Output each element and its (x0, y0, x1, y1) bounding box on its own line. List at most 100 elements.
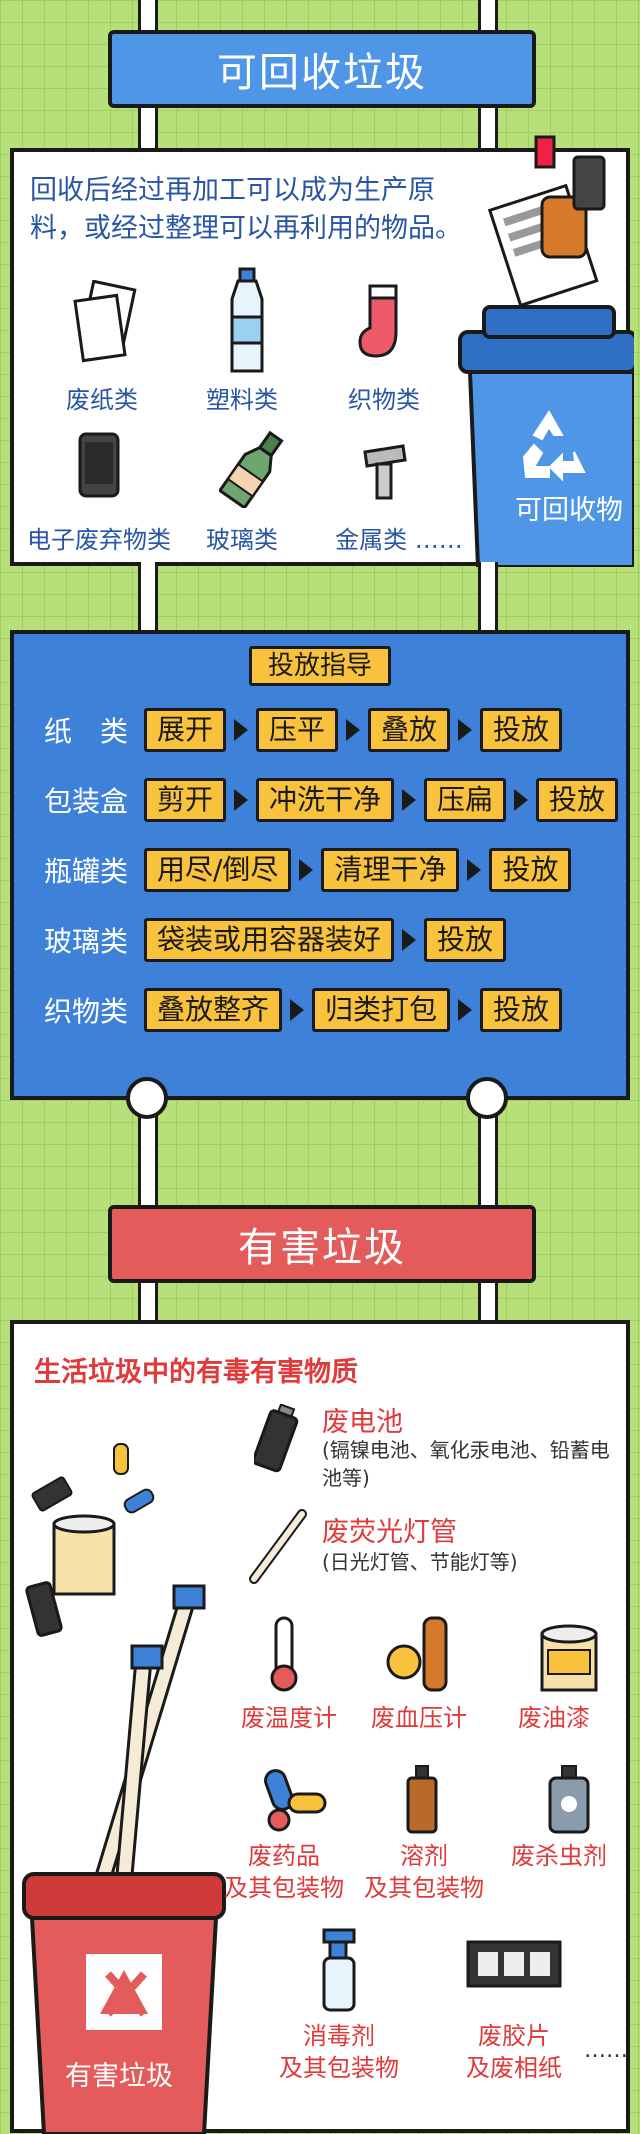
hazard-item-line2: 及其包装物 (364, 1874, 484, 1902)
pesticide-bottle-icon (548, 1765, 590, 1834)
hazard-item-line1: 废血压计 (371, 1704, 467, 1732)
hazardous-banner: 有害垃圾 (108, 1205, 536, 1283)
step-chip: 用尽/倒尽 (144, 848, 292, 892)
item-electronic: 电子废弃物类 (27, 526, 171, 554)
phone-icon (78, 432, 120, 498)
hazard-grid-item: 废杀虫剂 (494, 1840, 624, 1872)
step-chip: 叠放整齐 (144, 988, 283, 1032)
hazard-item-line1: 废药品 (248, 1842, 320, 1870)
hazard-item-line2: 及其包装物 (224, 1874, 344, 1902)
screw-icon (363, 444, 407, 500)
arrow-icon (514, 789, 529, 811)
step-chip: 归类打包 (312, 988, 451, 1032)
battery-label: 废电池 (322, 1407, 403, 1438)
recyclable-panel: 回收后经过再加工可以成为生产原料，或经过整理可以再利用的物品。 废纸类 塑料类 … (10, 135, 634, 567)
step-chip: 投放 (480, 708, 563, 752)
hazardous-title: 有害垃圾 (238, 1225, 406, 1271)
film-icon (466, 1940, 562, 1988)
fluorescent-lamp-icon (249, 1509, 307, 1584)
thermometer-icon (270, 1616, 298, 1692)
arrow-icon (346, 719, 361, 741)
guide-panel: 投放指导 纸 类 展开 压平 叠放 投放 包装盒 剪开 冲洗干净 压扁 投放 瓶… (10, 630, 630, 1100)
arrow-icon (458, 999, 473, 1021)
ring-left (126, 1077, 168, 1119)
sock-icon (358, 284, 398, 358)
guide-row-box: 包装盒 剪开 冲洗干净 压扁 投放 (44, 778, 619, 822)
mid-post-left-1 (138, 562, 158, 630)
arrow-icon (402, 929, 417, 951)
hazard-grid-item: 废油漆 (489, 1702, 619, 1734)
step-chip: 投放 (536, 778, 619, 822)
hazard-item-line1: 消毒剂 (303, 2022, 375, 2050)
lamp-label: 废荧光灯管 (322, 1517, 457, 1548)
hazard-grid-item: 废药品 及其包装物 (209, 1840, 359, 1904)
hazard-item-line1: 废杀虫剂 (511, 1842, 607, 1870)
paper-icon (73, 280, 137, 363)
arrow-icon (467, 859, 482, 881)
guide-title: 投放指导 (248, 646, 391, 686)
arrow-icon (299, 859, 314, 881)
paint-can-icon (540, 1624, 598, 1692)
guide-row-paper: 纸 类 展开 压平 叠放 投放 (44, 708, 563, 752)
step-chip: 压平 (256, 708, 339, 752)
hazard-more-ellipsis: …… (584, 2038, 628, 2063)
recyclable-banner: 可回收垃圾 (108, 30, 536, 108)
guide-title-wrap: 投放指导 (14, 646, 626, 686)
hazard-bin-icon (22, 1584, 226, 2134)
spray-bottle-icon (322, 1928, 356, 2012)
mid-post-right-1 (478, 562, 498, 630)
step-chip: 袋装或用容器装好 (144, 918, 395, 962)
item-plastic: 塑料类 (206, 386, 278, 414)
battery-note: (镉镍电池、氧化汞电池、铅蓄电池等) (322, 1438, 610, 1490)
guide-row-label: 玻璃类 (44, 925, 129, 958)
item-paper: 废纸类 (66, 386, 138, 414)
hazard-grid-item: 溶剂 及其包装物 (349, 1840, 499, 1904)
hazard-bin-label: 有害垃圾 (65, 2061, 173, 2092)
guide-row-label: 瓶罐类 (44, 855, 129, 888)
step-chip: 清理干净 (321, 848, 460, 892)
recyclable-title: 可回收垃圾 (217, 50, 427, 96)
arrow-icon (290, 999, 305, 1021)
step-chip: 压扁 (424, 778, 507, 822)
guide-row-label: 织物类 (44, 995, 129, 1028)
item-textile: 织物类 (348, 386, 420, 414)
lamp-note: (日光灯管、节能灯等) (322, 1550, 518, 1574)
hazard-item-line1: 废油漆 (518, 1704, 590, 1732)
hazard-item-line1: 废胶片 (478, 2022, 550, 2050)
recycle-bin-label: 可回收物 (515, 495, 623, 526)
hazardous-panel: 生活垃圾中的有毒有害物质 废电池 (镉镍电池、氧化汞电池、铅蓄电池等) 废荧光灯… (10, 1320, 630, 2134)
step-chip: 投放 (480, 988, 563, 1032)
step-chip: 投放 (489, 848, 572, 892)
hazard-grid-item: 废温度计 (219, 1702, 359, 1734)
step-chip: 剪开 (144, 778, 227, 822)
hazard-grid-item: 废胶片 及废相纸 (434, 2020, 594, 2084)
hazard-item-line1: 废温度计 (241, 1704, 337, 1732)
hazard-item-line2: 及其包装物 (279, 2054, 399, 2082)
guide-row-label: 包装盒 (44, 785, 129, 818)
battery-icon (254, 1404, 299, 1473)
step-chip: 投放 (424, 918, 507, 962)
blood-pressure-meter-icon (386, 1616, 448, 1692)
guide-row-textile: 织物类 叠放整齐 归类打包 投放 (44, 988, 563, 1032)
hazard-grid-item: 废血压计 (349, 1702, 489, 1734)
ring-right (466, 1077, 508, 1119)
item-metal: 金属类 …… (335, 526, 463, 554)
solvent-bottle-icon (406, 1765, 438, 1834)
recycle-bin-icon (458, 135, 634, 567)
step-chip: 冲洗干净 (256, 778, 395, 822)
step-chip: 展开 (144, 708, 227, 752)
step-chip: 叠放 (368, 708, 451, 752)
hazard-grid-item: 消毒剂 及其包装物 (259, 2020, 419, 2084)
hazard-item-line2: 及废相纸 (466, 2054, 562, 2082)
guide-row-glass: 玻璃类 袋装或用容器装好 投放 (44, 918, 507, 962)
medicine-icon (264, 1769, 327, 1832)
plastic-bottle-icon (230, 267, 264, 373)
arrow-icon (458, 719, 473, 741)
guide-row-can: 瓶罐类 用尽/倒尽 清理干净 投放 (44, 848, 572, 892)
glass-bottle-icon (219, 430, 284, 508)
arrow-icon (234, 719, 249, 741)
arrow-icon (402, 789, 417, 811)
guide-row-label: 纸 类 (44, 715, 129, 748)
hazardous-subtitle: 生活垃圾中的有毒有害物质 (34, 1357, 358, 1388)
recyclable-description: 回收后经过再加工可以成为生产原料，或经过整理可以再利用的物品。 (30, 175, 462, 244)
